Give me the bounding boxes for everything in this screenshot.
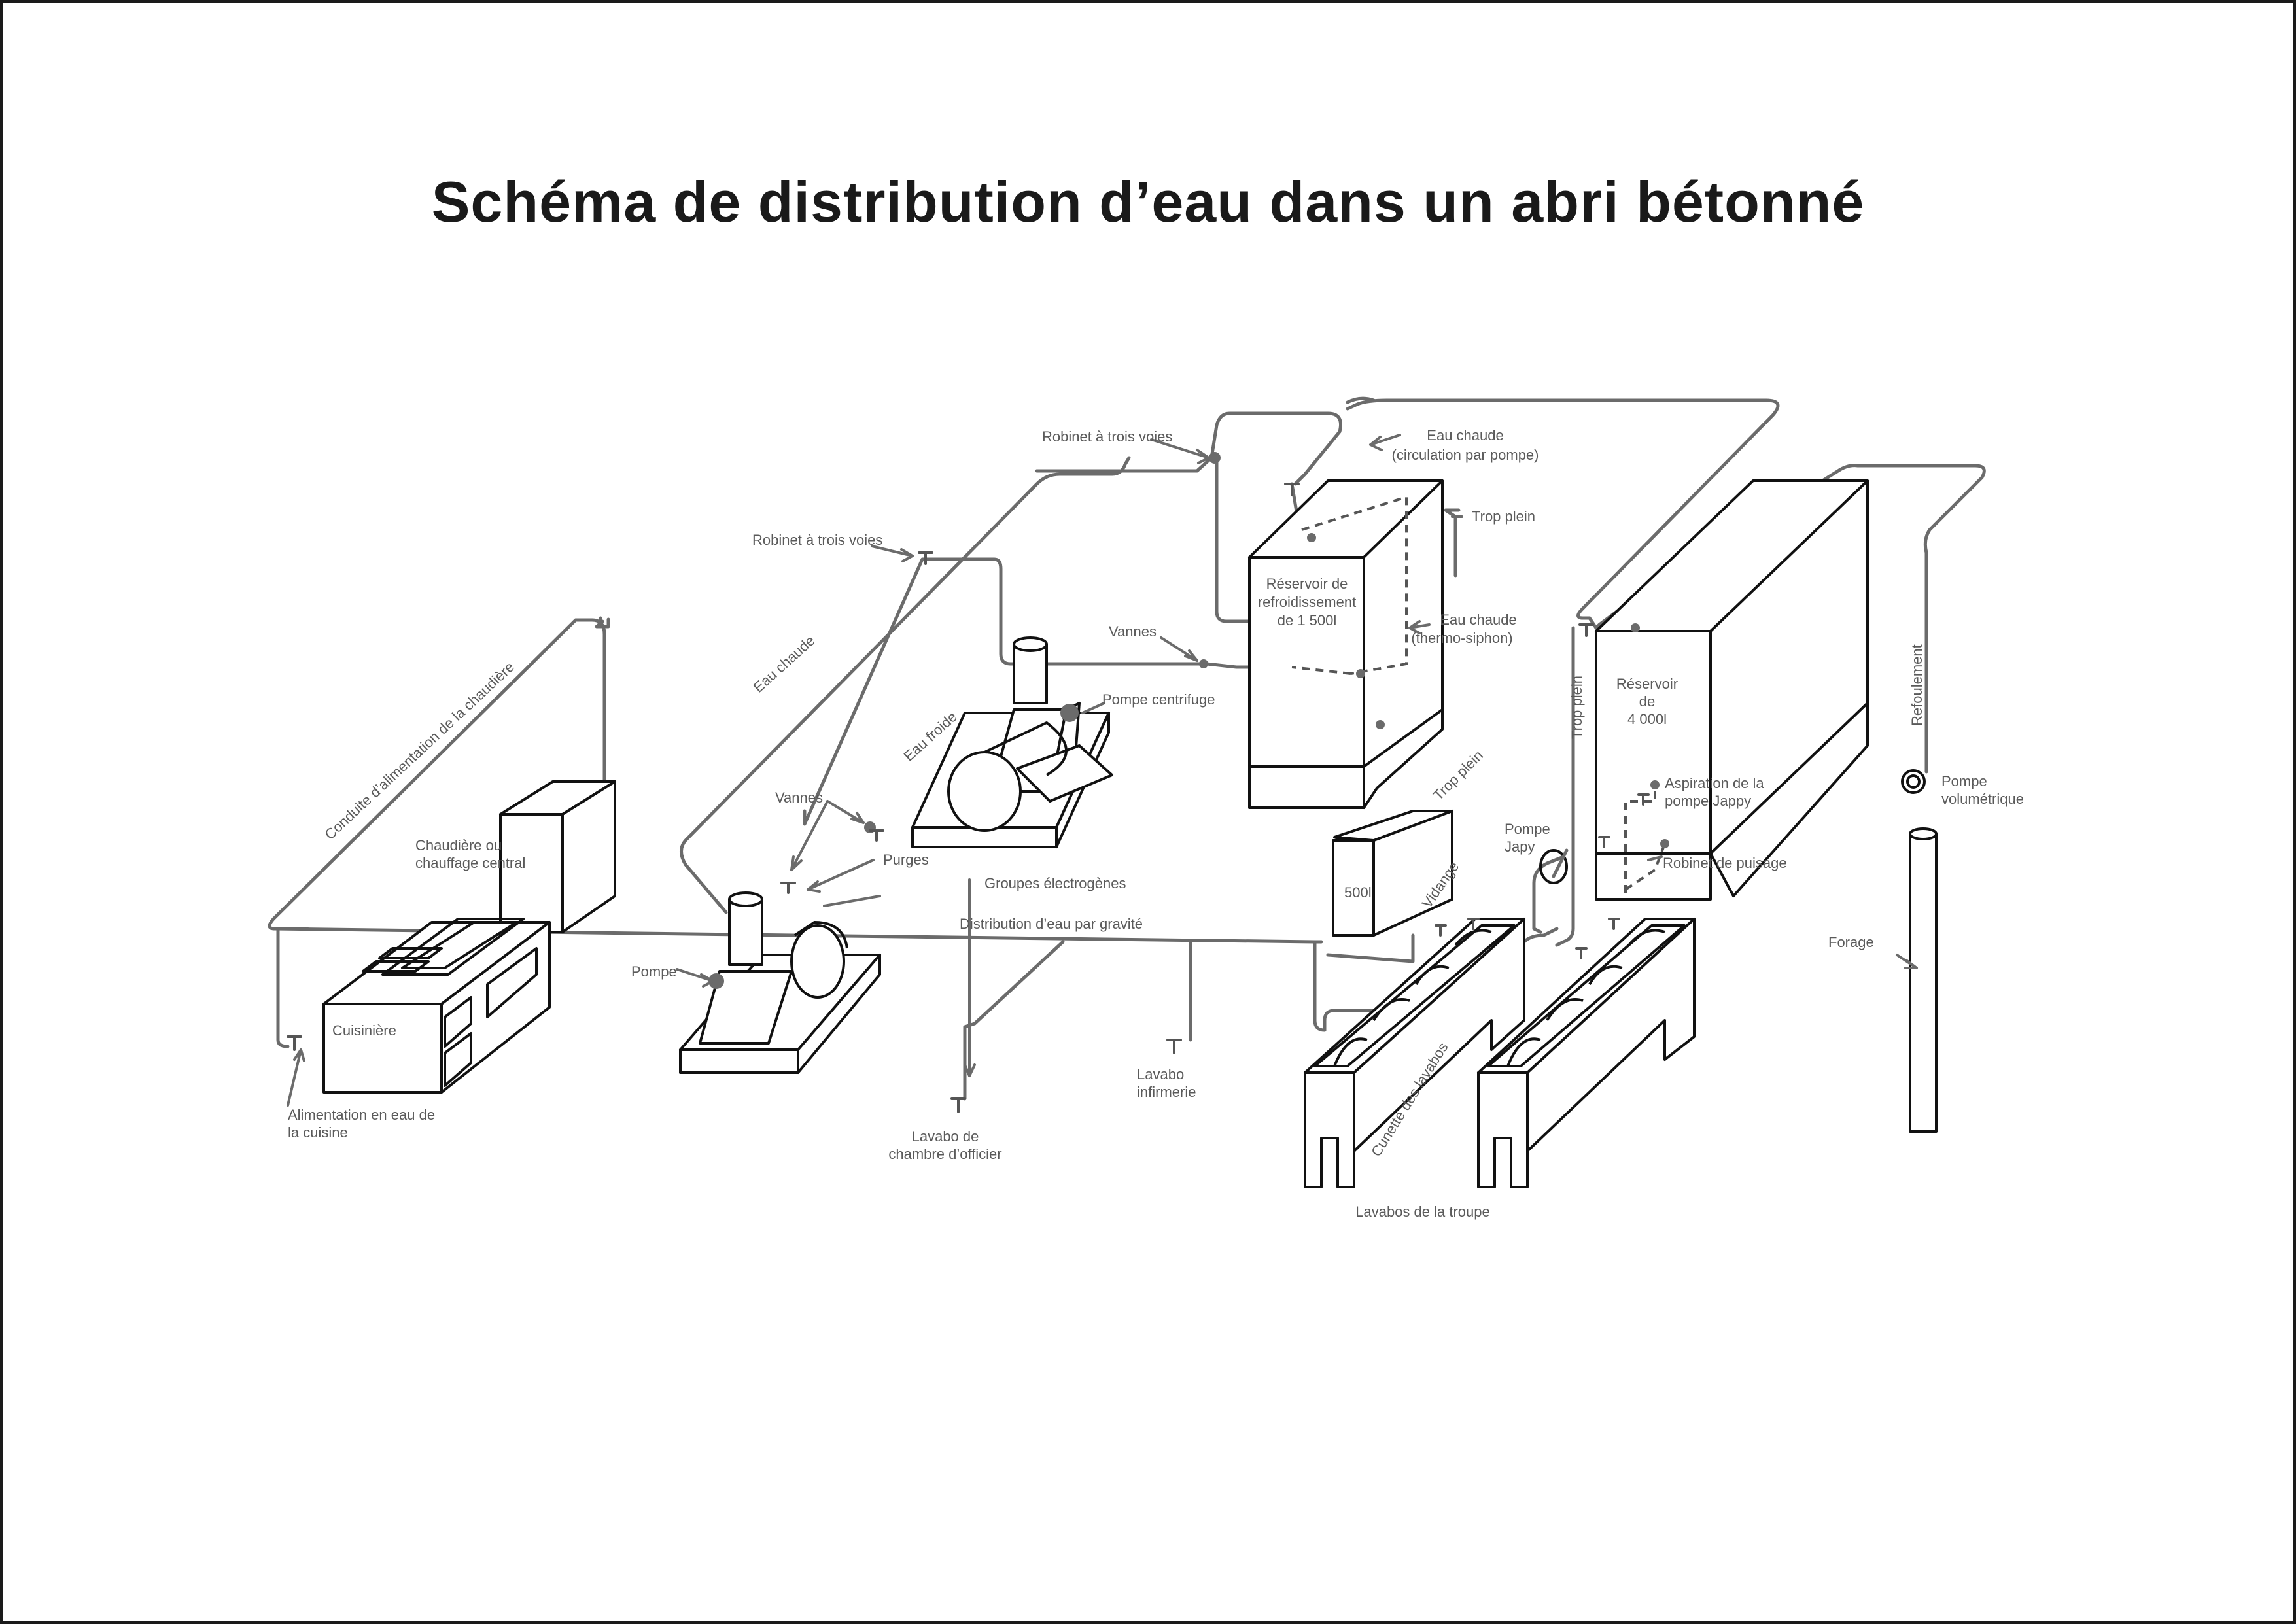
label-pompe-japy-2: Japy: [1505, 838, 1535, 855]
label-lavabos-troupe: Lavabos de la troupe: [1355, 1203, 1490, 1220]
label-pompe: Pompe: [631, 963, 677, 980]
label-trop-plein-3: Trop plein: [1569, 676, 1585, 739]
label-chaudiere-1: Chaudière ou: [415, 837, 502, 854]
label-aspiration-2: pompe Jappy: [1665, 793, 1751, 809]
label-lavabo-officier-1: Lavabo de: [912, 1128, 979, 1145]
taps: [287, 483, 1650, 1113]
label-refoulement: Refoulement: [1909, 644, 1925, 726]
label-pompe-volumetrique-1: Pompe: [1941, 773, 1987, 789]
label-pompe-centrifuge: Pompe centrifuge: [1102, 691, 1215, 708]
annotation-arrows: [287, 434, 1918, 1107]
label-vannes-2: Vannes: [775, 789, 823, 806]
cuisiniere: [322, 918, 551, 1094]
pompe-volumetrique: [1901, 769, 1926, 794]
label-distribution-gravite: Distribution d’eau par gravité: [960, 916, 1143, 932]
label-robinet-puisage: Robinet de puisage: [1663, 855, 1787, 871]
label-eau-chaude-thermo-2: (thermo-siphon): [1411, 630, 1512, 646]
forage: [1909, 827, 1938, 1133]
label-reservoir-1500-2: refroidissement: [1258, 594, 1356, 610]
label-reservoir-4000-1: Réservoir: [1616, 676, 1678, 692]
label-aspiration-1: Aspiration de la: [1665, 775, 1764, 791]
label-chaudiere-2: chauffage central: [415, 855, 525, 871]
valves: [864, 452, 1669, 848]
label-tank-500: 500l: [1344, 884, 1372, 901]
label-alim-cuisine-2: la cuisine: [288, 1124, 348, 1141]
label-conduite-chaudiere: Conduite d’alimentation de la chaudière: [321, 659, 517, 843]
reservoir-4000: [1595, 479, 1869, 901]
label-forage: Forage: [1828, 934, 1874, 950]
diagram-title: Schéma de distribution d’eau dans un abr…: [431, 169, 1865, 234]
groupe-electrogene-1: [911, 636, 1113, 848]
groupe-electrogene-2: [679, 891, 881, 1074]
label-trop-plein-2: Trop plein: [1430, 747, 1486, 803]
pompe-japy: [1539, 848, 1569, 884]
label-lavabo-infirmerie-1: Lavabo: [1137, 1066, 1184, 1082]
lavabos-troupe-right: [1477, 918, 1696, 1188]
label-pompe-volumetrique-2: volumétrique: [1941, 791, 2024, 807]
tank-500: [1332, 810, 1453, 937]
label-robinet-trois-voies-2: Robinet à trois voies: [752, 532, 882, 548]
label-trop-plein-1: Trop plein: [1472, 508, 1535, 525]
pipe-network: [268, 396, 1986, 1101]
label-alim-cuisine-1: Alimentation en eau de: [288, 1107, 435, 1123]
label-eau-chaude-pompe-2: (circulation par pompe): [1392, 447, 1539, 463]
label-vannes-1: Vannes: [1109, 623, 1157, 640]
label-reservoir-1500-3: de 1 500l: [1278, 612, 1337, 629]
label-eau-chaude-pompe-1: Eau chaude: [1427, 427, 1503, 443]
label-reservoir-1500-1: Réservoir de: [1266, 576, 1348, 592]
label-robinet-trois-voies-1: Robinet à trois voies: [1042, 428, 1172, 445]
label-pompe-japy-1: Pompe: [1505, 821, 1550, 837]
label-reservoir-4000-2: de: [1639, 693, 1655, 710]
lavabos-troupe-left: [1304, 918, 1525, 1188]
label-groupes-electrogenes: Groupes électrogènes: [984, 875, 1126, 891]
label-reservoir-4000-3: 4 000l: [1627, 711, 1667, 727]
label-purges: Purges: [883, 852, 929, 868]
label-lavabo-infirmerie-2: infirmerie: [1137, 1084, 1196, 1100]
reservoir-1500: [1248, 479, 1444, 809]
label-lavabo-officier-2: chambre d’officier: [888, 1146, 1001, 1162]
label-cuisiniere: Cuisinière: [332, 1022, 396, 1039]
label-eau-chaude-thermo-1: Eau chaude: [1440, 612, 1516, 628]
label-eau-chaude-diag: Eau chaude: [750, 632, 818, 696]
